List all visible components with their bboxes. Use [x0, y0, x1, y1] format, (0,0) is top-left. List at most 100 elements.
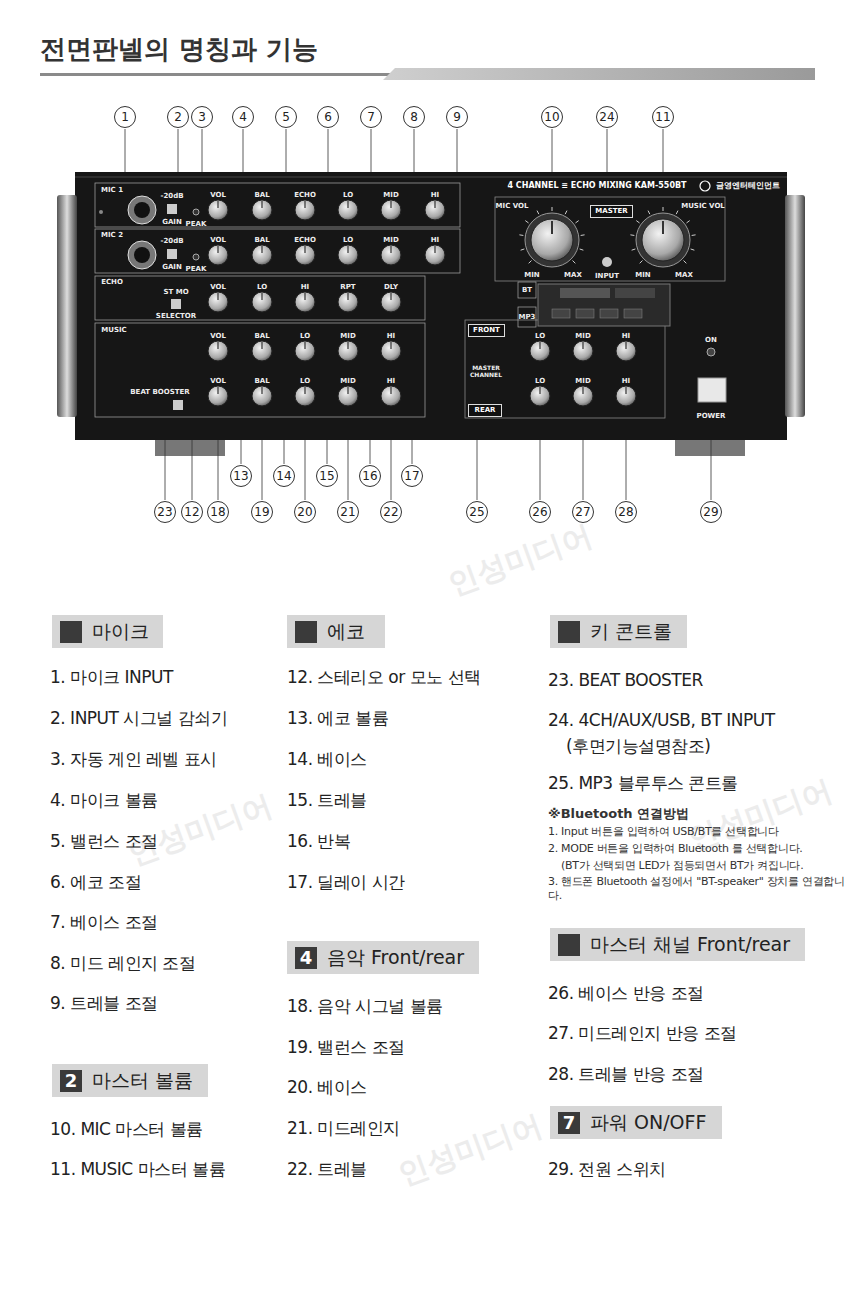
panel-label: BT [522, 287, 532, 294]
panel-label: MIC 2 [101, 232, 123, 239]
list-item: 7. 베이스 조절 [50, 911, 158, 934]
knob-pointer [304, 293, 305, 300]
scale-tick [676, 211, 678, 215]
list-item: 25. MP3 블루투스 콘트롤 [548, 772, 738, 795]
knob-pointer [347, 342, 348, 349]
callout-number: 12 [181, 501, 203, 523]
panel-label: VOL [210, 333, 226, 340]
leader-line [327, 440, 328, 464]
knob-pointer [347, 387, 348, 394]
leader-line [178, 129, 179, 172]
callout-number: 9 [446, 106, 468, 128]
header-square [60, 621, 82, 643]
leader-line [371, 129, 372, 172]
panel-label: HI [622, 378, 630, 385]
knob [252, 386, 272, 406]
knob-pointer [304, 201, 305, 208]
panel-heading: 4 CHANNEL ≡ ECHO MIXING KAM-550BT [507, 182, 686, 190]
knob-pointer [390, 201, 391, 208]
panel-box-text: REAR [475, 406, 496, 414]
panel-label: MID [575, 378, 590, 385]
leader-line [626, 440, 627, 500]
knob [381, 200, 401, 220]
panel-label: INPUT [595, 273, 619, 280]
panel-box-text: FRONT [473, 326, 500, 334]
leader-line [540, 440, 541, 500]
scale-tick [529, 261, 532, 264]
callout-number: 27 [572, 501, 594, 523]
knob [208, 200, 228, 220]
knob [616, 341, 636, 361]
panel-label: MIC 1 [101, 187, 123, 194]
panel-label: VOL [210, 378, 226, 385]
panel-label: MIN [524, 272, 539, 279]
scale-tick [525, 221, 528, 223]
scale-tick [537, 211, 539, 215]
leader-line [305, 440, 306, 500]
knob-pointer [347, 246, 348, 253]
knob [252, 245, 272, 265]
knob [208, 386, 228, 406]
header-square [295, 621, 317, 643]
knob-pointer [434, 246, 435, 253]
knob [208, 292, 228, 312]
list-item: 11. MUSIC 마스터 볼륨 [50, 1158, 225, 1181]
panel-box: REAR [468, 404, 502, 417]
knob [530, 341, 550, 361]
panel-heading: 금영엔터테인먼트 [716, 182, 780, 190]
list-item: 10. MIC 마스터 볼륨 [50, 1118, 203, 1141]
page-title: 전면판넬의 명칭과 기능 [40, 32, 318, 67]
leader-line [328, 129, 329, 172]
panel-label: VOL [210, 192, 226, 199]
panel-label: MAX [675, 272, 693, 279]
knob-pointer [390, 246, 391, 253]
knob-pointer [347, 201, 348, 208]
knob-pointer [261, 387, 262, 394]
callout-number: 17 [401, 465, 423, 487]
knob [338, 200, 358, 220]
panel-label: MUSIC [101, 327, 126, 334]
knob [295, 292, 315, 312]
list-item: 15. 트레블 [287, 789, 367, 812]
panel-label: BEAT BOOSTER [130, 389, 189, 396]
scale-tick [640, 261, 643, 264]
list-item: 1. 마이크 INPUT [50, 666, 173, 689]
panel-label: PEAK [186, 221, 207, 228]
section-title: 마스터 채널 Front/rear [590, 932, 790, 958]
section-header: 키 콘트롤 [550, 615, 687, 648]
list-item: 3. 자동 게인 레벨 표시 [50, 748, 217, 771]
knob-pointer [662, 221, 664, 234]
callout-number: 23 [154, 501, 176, 523]
note-text: 1. Input 버튼을 입력하여 USB/BT를 선택합니다 [548, 825, 853, 839]
panel-label: LO [300, 378, 310, 385]
note-text: 3. 핸드폰 Bluetooth 설정에서 "BT-speaker" 장치를 연… [548, 875, 853, 903]
knob [425, 245, 445, 265]
callout-number: 11 [652, 106, 674, 128]
panel-label: SELECTOR [156, 313, 196, 320]
panel-label: HI [387, 333, 395, 340]
callout-number: 5 [275, 106, 297, 128]
callout-number: 21 [337, 501, 359, 523]
knob [381, 341, 401, 361]
callout-number: 15 [316, 465, 338, 487]
leader-line [391, 440, 392, 500]
knob-pointer [217, 201, 218, 208]
knob-pointer [390, 293, 391, 300]
knob-pointer [217, 387, 218, 394]
panel-label: MASTER CHANNEL [468, 365, 504, 378]
panel-label: HI [431, 237, 439, 244]
callout-number: 25 [466, 501, 488, 523]
panel-label: PEAK [186, 266, 207, 273]
panel-label: HI [387, 378, 395, 385]
knob-pointer [304, 342, 305, 349]
knob-pointer [582, 342, 583, 349]
panel-label: MIN [635, 272, 650, 279]
knob-pointer [261, 342, 262, 349]
panel-label: BAL [254, 333, 269, 340]
leader-line [286, 129, 287, 172]
scale-tick [686, 221, 689, 223]
panel-label: DLY [384, 284, 398, 291]
panel-label: GAIN [162, 264, 182, 271]
scale-tick [632, 249, 636, 250]
panel-label: MID [340, 378, 355, 385]
